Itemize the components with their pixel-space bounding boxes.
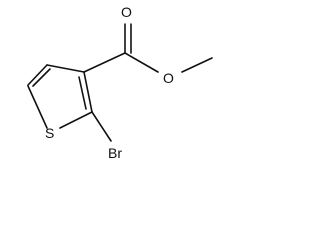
ring-bond-c3-c2 xyxy=(83,71,93,113)
ring-bond-s1-c5 xyxy=(27,85,48,129)
sulfur-atom-label: S xyxy=(45,125,54,141)
ester-bond-carbon-oxygen xyxy=(124,52,159,73)
atom-labels: O O S Br xyxy=(45,4,174,161)
ring-bond-c5-c4 xyxy=(27,64,48,86)
bromine-atom-label: Br xyxy=(108,145,122,161)
ring-double-bond-inner-c3-c2 xyxy=(78,76,87,110)
ring-double-bond-inner-c5-c4 xyxy=(32,68,51,87)
bond-c3-carbonyl-carbon xyxy=(83,52,126,73)
chemical-structure-diagram: O O S Br xyxy=(27,4,213,161)
bond-c2-bromine xyxy=(91,111,112,142)
bonds xyxy=(27,23,213,142)
ring-bond-c4-c3 xyxy=(46,64,85,73)
ring-bond-c2-s1 xyxy=(59,111,93,129)
ester-oxygen-label: O xyxy=(163,70,174,86)
carbonyl-oxygen-label: O xyxy=(121,4,132,20)
ester-bond-oxygen-methyl xyxy=(181,57,213,73)
